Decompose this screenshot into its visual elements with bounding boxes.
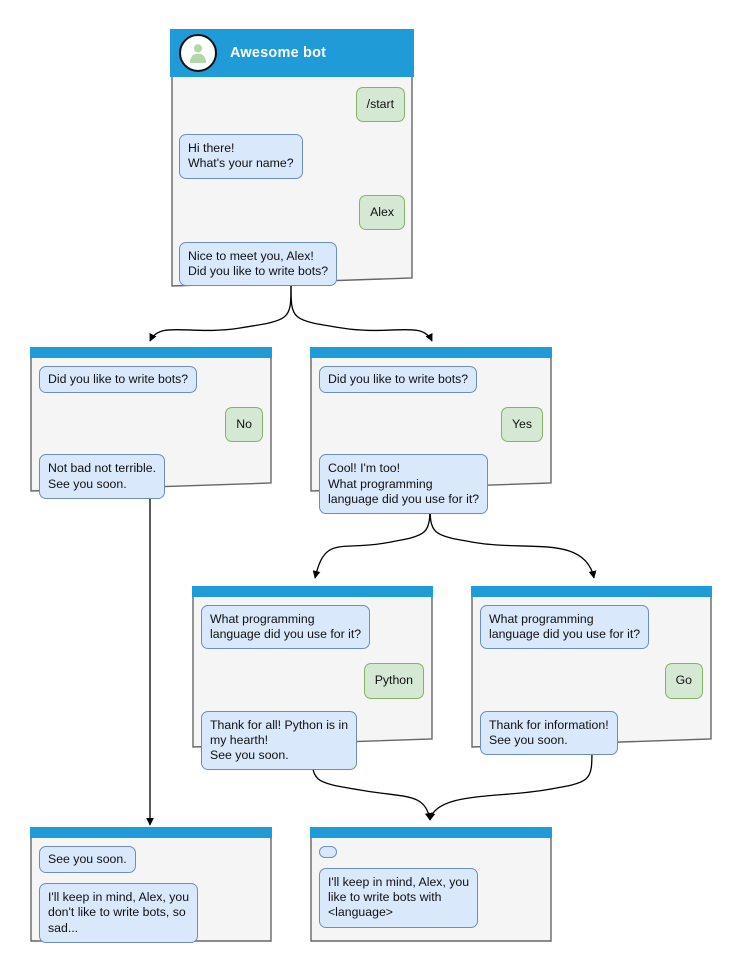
user-message-bubble[interactable]: No: [225, 407, 263, 443]
edge-start-to-no: [149, 284, 292, 342]
user-message-bubble[interactable]: /start: [355, 87, 405, 123]
bot-message-bubble[interactable]: What programming language did you use fo…: [201, 605, 371, 650]
language-go-node-messages: What programming language did you use fo…: [471, 597, 712, 756]
message-row: Hi there! What's your name?: [179, 134, 405, 179]
message-row: See you soon.: [39, 846, 263, 874]
user-message-bubble[interactable]: Alex: [359, 194, 405, 230]
bot-message-bubble[interactable]: Nice to meet you, Alex! Did you like to …: [179, 241, 338, 287]
language-go-node-header: [471, 586, 712, 597]
edge-start-to-yes: [290, 284, 433, 342]
message-row: Alex: [179, 194, 405, 230]
answer-no-node[interactable]: Did you like to write bots? No Not bad n…: [30, 347, 272, 499]
end-yes-node-header: [310, 827, 552, 838]
message-row: Not bad not terrible. See you soon.: [39, 454, 263, 499]
language-python-node-messages: What programming language did you use fo…: [192, 597, 433, 771]
bot-message-bubble[interactable]: [319, 846, 337, 858]
bot-message-bubble[interactable]: Thank for all! Python is in my hearth! S…: [201, 710, 358, 771]
bot-message-bubble[interactable]: I'll keep in mind, Alex, you like to wri…: [319, 868, 479, 928]
bot-message-bubble[interactable]: Hi there! What's your name?: [179, 134, 303, 179]
end-no-node-messages: See you soon. I'll keep in mind, Alex, y…: [30, 838, 272, 943]
end-yes-node-messages: I'll keep in mind, Alex, you like to wri…: [310, 838, 552, 928]
bot-message-bubble[interactable]: Cool! I'm too! What programming language…: [319, 454, 489, 515]
end-no-node-header: [30, 827, 272, 838]
bot-message-bubble[interactable]: Thank for information! See you soon.: [480, 710, 618, 756]
bot-message-bubble[interactable]: Did you like to write bots?: [319, 366, 478, 394]
bot-message-bubble[interactable]: I'll keep in mind, Alex, you don't like …: [39, 883, 199, 943]
message-row: Nice to meet you, Alex! Did you like to …: [179, 241, 405, 287]
bot-message-bubble[interactable]: See you soon.: [39, 846, 136, 874]
message-row: [319, 846, 543, 858]
start-node[interactable]: Awesome bot /start Hi there! What's your…: [170, 29, 414, 287]
message-row: Did you like to write bots?: [39, 366, 263, 394]
answer-no-node-header: [30, 347, 272, 358]
bot-message-bubble[interactable]: Did you like to write bots?: [39, 366, 198, 394]
message-row: Python: [201, 663, 424, 699]
language-python-node[interactable]: What programming language did you use fo…: [192, 586, 433, 771]
bot-message-bubble[interactable]: What programming language did you use fo…: [480, 605, 650, 650]
message-row: What programming language did you use fo…: [480, 605, 703, 650]
message-row: /start: [179, 87, 405, 123]
message-row: No: [39, 407, 263, 443]
user-message-bubble[interactable]: Python: [363, 663, 424, 699]
message-row: Yes: [319, 407, 543, 443]
end-yes-node[interactable]: I'll keep in mind, Alex, you like to wri…: [310, 827, 552, 942]
message-row: Thank for information! See you soon.: [480, 710, 703, 756]
message-row: Cool! I'm too! What programming language…: [319, 454, 543, 515]
answer-yes-node-header: [310, 347, 552, 358]
answer-yes-node[interactable]: Did you like to write bots? Yes Cool! I'…: [310, 347, 552, 515]
answer-yes-node-messages: Did you like to write bots? Yes Cool! I'…: [310, 358, 552, 515]
message-row: What programming language did you use fo…: [201, 605, 424, 650]
message-row: Thank for all! Python is in my hearth! S…: [201, 710, 424, 771]
language-python-node-header: [192, 586, 433, 597]
edge-go-to-end: [427, 747, 593, 821]
end-no-node[interactable]: See you soon. I'll keep in mind, Alex, y…: [30, 827, 272, 943]
person-avatar-icon: [179, 34, 217, 72]
message-row: I'll keep in mind, Alex, you don't like …: [39, 883, 263, 943]
language-go-node[interactable]: What programming language did you use fo…: [471, 586, 712, 756]
bot-message-bubble[interactable]: Not bad not terrible. See you soon.: [39, 454, 166, 499]
message-row: I'll keep in mind, Alex, you like to wri…: [319, 868, 543, 928]
message-row: Did you like to write bots?: [319, 366, 543, 394]
user-message-bubble[interactable]: Yes: [500, 407, 543, 443]
user-message-bubble[interactable]: Go: [664, 663, 703, 699]
bot-name-label: Awesome bot: [230, 45, 327, 61]
answer-no-node-messages: Did you like to write bots? No Not bad n…: [30, 358, 272, 499]
message-row: Go: [480, 663, 703, 699]
start-node-header: Awesome bot: [170, 29, 414, 77]
start-node-messages: /start Hi there! What's your name? Alex …: [170, 77, 414, 287]
